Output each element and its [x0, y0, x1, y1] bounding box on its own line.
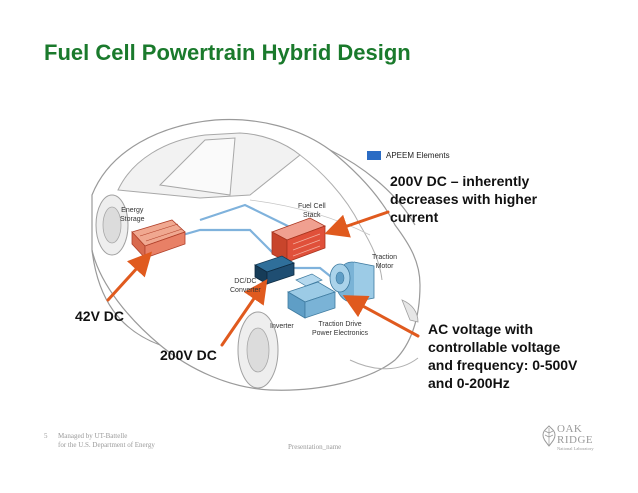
traction-motor-block — [329, 261, 375, 303]
callout-200v-inherent-line3: current — [390, 209, 439, 225]
apeem-swatch — [367, 151, 381, 160]
dcdc-converter-label-line1: DC/DC — [234, 278, 257, 285]
arrow-200v-fuel-cell — [324, 210, 390, 238]
arrow-200v-center — [220, 279, 268, 347]
traction-motor-label: Traction Motor — [372, 253, 397, 271]
callout-200v-inherent-line1: 200V DC – inherently — [390, 173, 530, 189]
slide-title: Fuel Cell Powertrain Hybrid Design — [44, 40, 411, 65]
fuel-cell-stack-label-line1: Fuel Cell — [298, 203, 326, 210]
headlight — [401, 299, 419, 323]
arrow-42v — [106, 251, 153, 302]
fuel-cell-stack-label: Fuel Cell Stack — [298, 202, 326, 220]
callout-200v-dc: 200V DC — [160, 347, 217, 363]
energy-storage-label: Energy Storage — [120, 206, 145, 224]
fuel-cell-stack-label-line2: Stack — [303, 212, 321, 219]
energy-storage-label-line2: Storage — [120, 216, 145, 223]
callout-200v-inherent-line2: decreases with higher — [390, 191, 538, 207]
logo-line1: OAK — [557, 423, 583, 435]
logo-line2: RIDGE — [557, 434, 594, 446]
energy-storage-block — [131, 219, 186, 260]
dcdc-converter-label-line2: Converter — [230, 287, 261, 294]
legend: APEEM Elements — [367, 151, 450, 160]
traction-drive-block — [287, 273, 336, 319]
hood-line — [299, 154, 383, 281]
inverter-label: Inverter — [270, 323, 294, 330]
arrow-ac-voltage — [342, 295, 420, 338]
callout-ac-voltage-line4: and 0-200Hz — [428, 375, 510, 391]
callout-ac-voltage-line1: AC voltage with — [428, 321, 534, 337]
callout-ac-voltage-line3: and frequency: 0-500V — [428, 357, 578, 373]
energy-storage-label-line1: Energy — [121, 207, 144, 214]
managed-by-line1: Managed by UT-Battelle — [58, 432, 128, 440]
legend-label: APEEM Elements — [386, 151, 450, 160]
callout-ac-voltage-line2: controllable voltage — [428, 339, 561, 355]
page-number: 5 — [44, 432, 48, 440]
callout-200v-inherent: 200V DC – inherently decreases with high… — [390, 172, 537, 226]
oak-leaf-icon — [542, 425, 556, 447]
dcdc-converter-label: DC/DC Converter — [230, 277, 261, 295]
presentation-name: Presentation_name — [288, 443, 342, 451]
rear-wheel — [95, 194, 129, 256]
oak-ridge-logo: OAK RIDGE National Laboratory — [557, 424, 594, 452]
traction-motor-label-line2: Motor — [375, 263, 394, 270]
callout-arrows — [106, 210, 420, 347]
traction-drive-label-line1: Traction Drive — [318, 321, 362, 328]
callout-42v-dc: 42V DC — [75, 308, 125, 324]
front-wheel — [237, 311, 279, 389]
traction-motor-label-line1: Traction — [372, 254, 398, 261]
traction-drive-label: Traction Drive Power Electronics — [312, 320, 368, 338]
car-windows — [117, 132, 301, 199]
dcdc-converter-block — [254, 255, 295, 285]
managed-by-line2: for the U.S. Department of Energy — [58, 441, 155, 449]
traction-drive-label-line2: Power Electronics — [312, 330, 369, 337]
callout-ac-voltage: AC voltage with controllable voltage and… — [428, 320, 577, 392]
hood-crease — [249, 199, 371, 236]
managed-by-text: Managed by UT-Battelle for the U.S. Depa… — [58, 432, 155, 450]
logo-line3: National Laboratory — [557, 446, 594, 451]
fuel-cell-stack-block — [271, 217, 326, 263]
bumper — [349, 357, 419, 370]
